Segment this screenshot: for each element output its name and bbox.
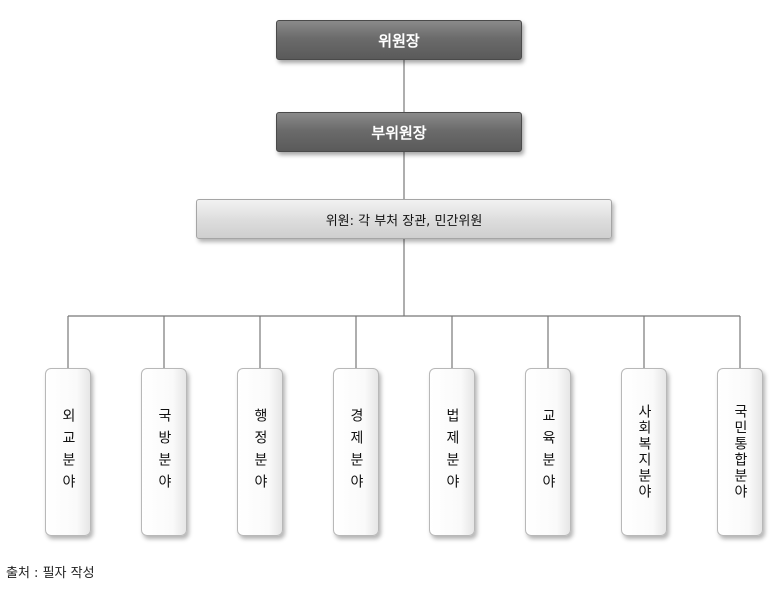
source-caption: 출처 : 필자 작성 — [6, 566, 95, 581]
branch-label: 교육분야 — [540, 408, 556, 496]
branch-label: 국방분야 — [156, 408, 172, 496]
members-box: 위원: 각 부처 장관, 민간위원 — [196, 199, 612, 239]
branch-label: 행정분야 — [252, 408, 268, 496]
members-label: 위원: 각 부처 장관, 민간위원 — [325, 213, 483, 229]
branch-box-legislation: 법제분야 — [429, 368, 475, 536]
branch-box-social-welfare: 사회복지분야 — [621, 368, 667, 536]
branch-box-diplomacy: 외교분야 — [45, 368, 91, 536]
branch-label: 법제분야 — [444, 408, 460, 496]
vice-chairman-label: 부위원장 — [371, 123, 427, 142]
branch-box-defense: 국방분야 — [141, 368, 187, 536]
branch-box-economy: 경제분야 — [333, 368, 379, 536]
vice-chairman-box: 부위원장 — [276, 112, 522, 152]
branch-label: 국민통합분야 — [732, 404, 748, 500]
chairman-box: 위원장 — [276, 20, 522, 60]
branch-box-administration: 행정분야 — [237, 368, 283, 536]
branch-label: 외교분야 — [60, 408, 76, 496]
chairman-label: 위원장 — [378, 31, 420, 50]
branch-box-education: 교육분야 — [525, 368, 571, 536]
branch-box-national-unity: 국민통합분야 — [717, 368, 763, 536]
branch-label: 사회복지분야 — [636, 404, 652, 500]
branch-label: 경제분야 — [348, 408, 364, 496]
